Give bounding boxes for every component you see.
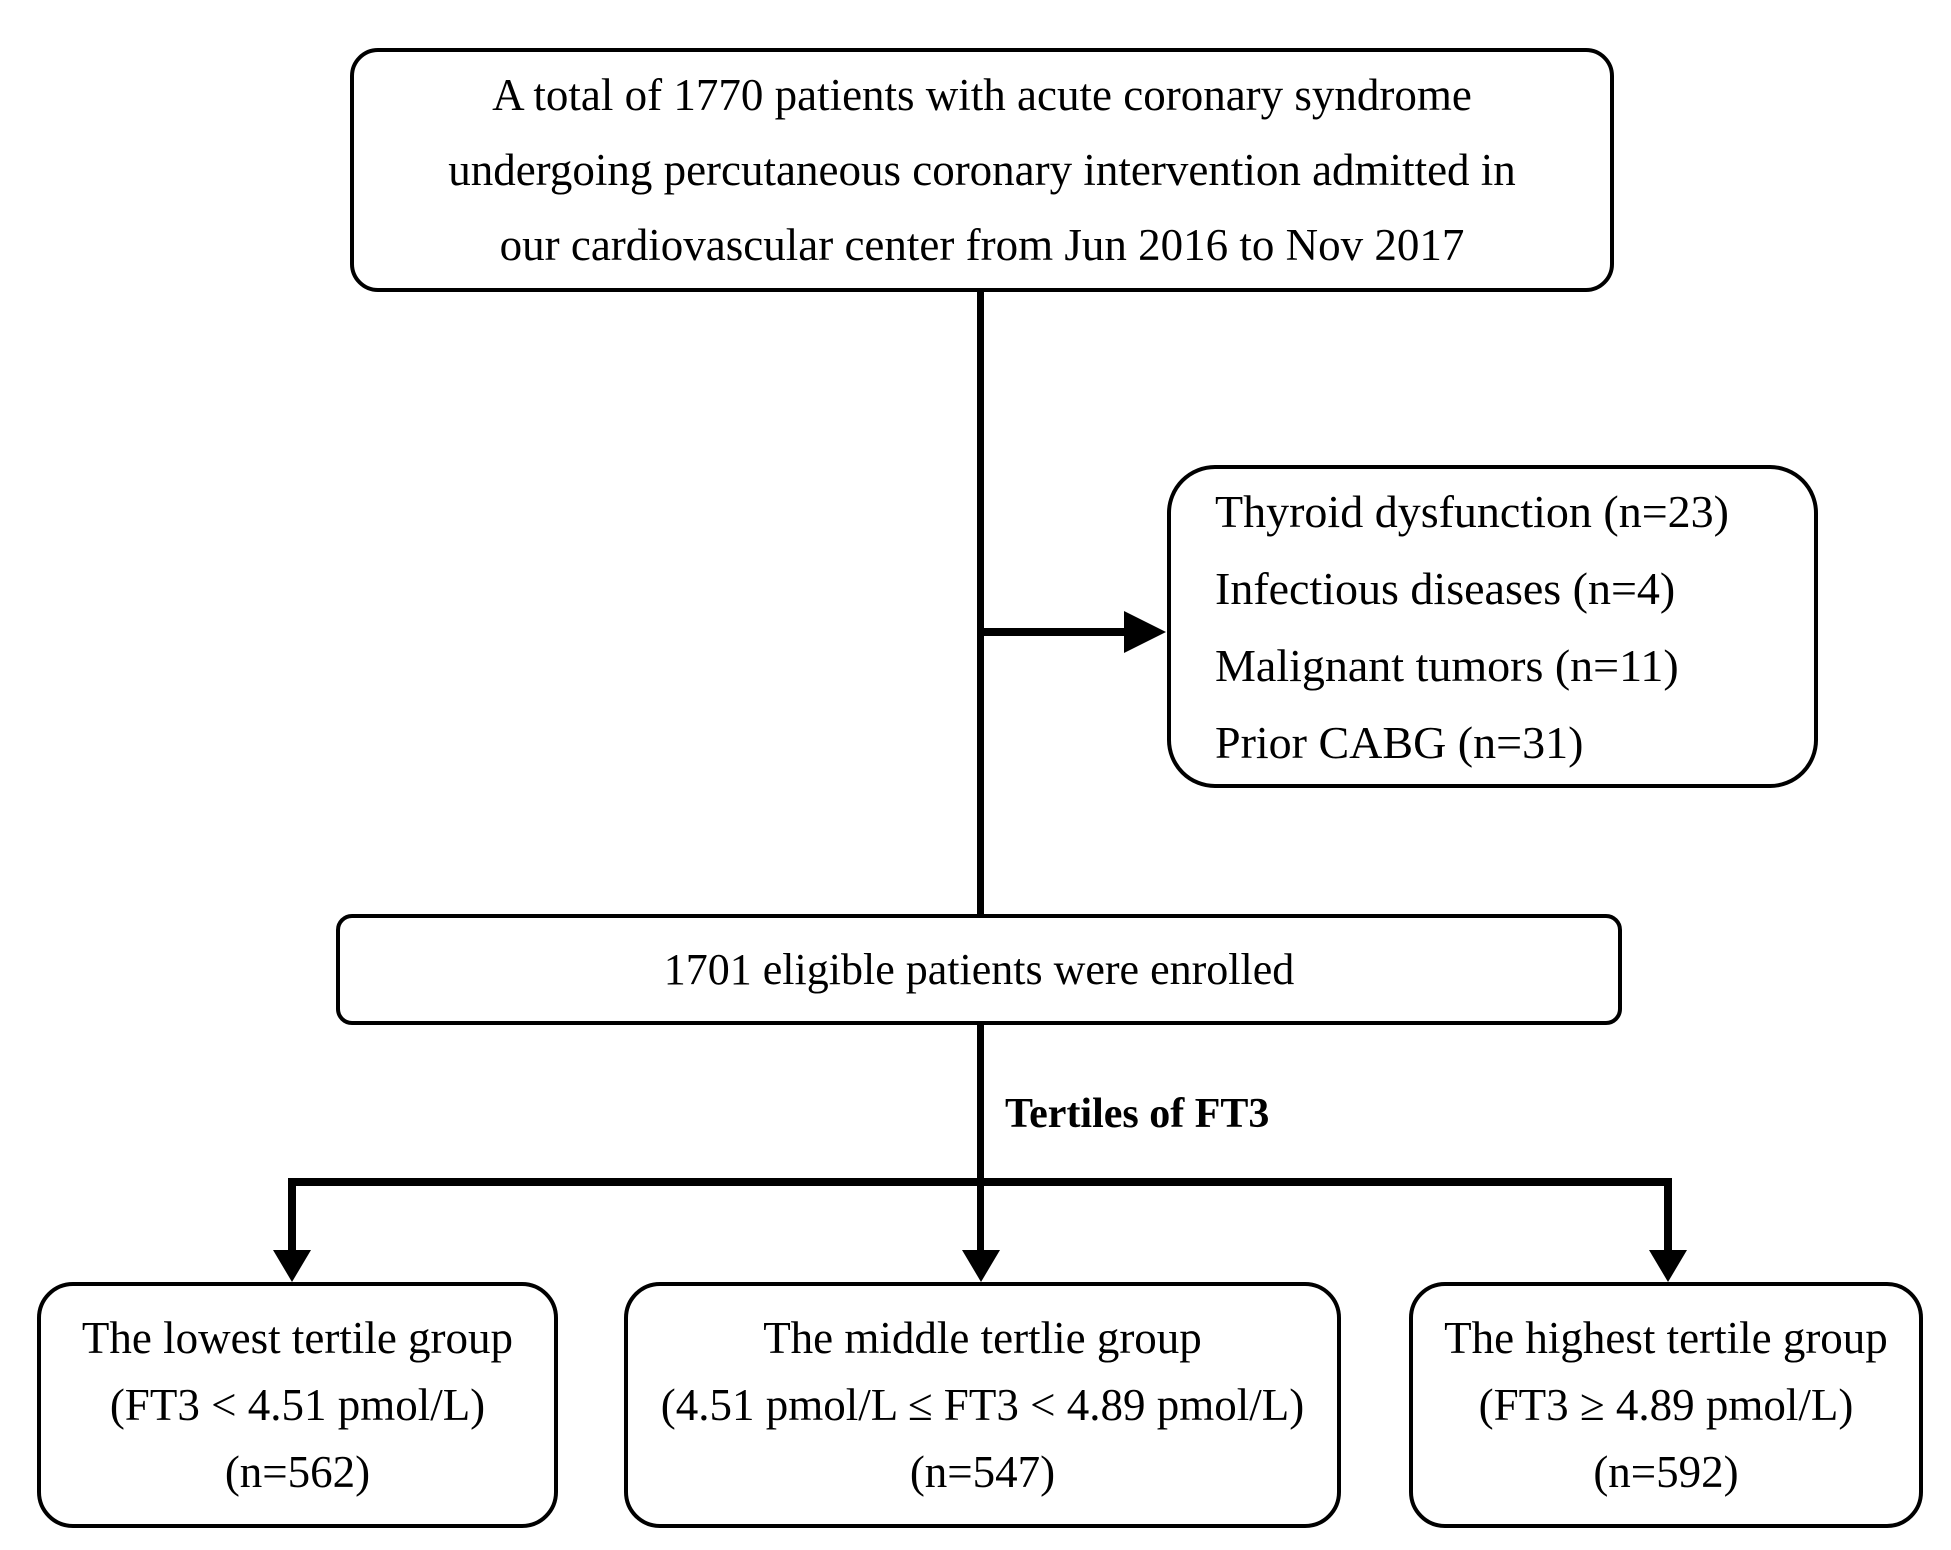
branch-label: Tertiles of FT3 — [1005, 1091, 1270, 1137]
box-line: undergoing percutaneous coronary interve… — [448, 144, 1516, 195]
box-tertile-middle: The middle tertlie group (4.51 pmol/L ≤ … — [624, 1282, 1341, 1528]
box-line: The middle tertlie group — [763, 1312, 1202, 1363]
box-tertile-highest: The highest tertile group (FT3 ≥ 4.89 pm… — [1409, 1282, 1923, 1528]
box-line: Thyroid dysfunction (n=23) — [1215, 486, 1729, 537]
branch-drop-left — [288, 1178, 296, 1252]
box-line: Prior CABG (n=31) — [1215, 717, 1584, 768]
box-line: our cardiovascular center from Jun 2016 … — [499, 219, 1465, 270]
box-line: (n=592) — [1593, 1446, 1739, 1497]
connector-mid-vertical — [977, 1025, 984, 1252]
box-total-patients: A total of 1770 patients with acute coro… — [350, 48, 1614, 292]
arrowhead-right-icon — [1124, 611, 1166, 653]
branch-bar — [288, 1178, 1672, 1186]
box-line: (n=562) — [224, 1446, 371, 1497]
connector-top-vertical — [977, 292, 984, 916]
arrowhead-down-icon — [273, 1250, 311, 1282]
box-line: (n=547) — [909, 1446, 1056, 1497]
box-exclusions: Thyroid dysfunction (n=23) Infectious di… — [1167, 465, 1818, 788]
box-line: A total of 1770 patients with acute coro… — [492, 69, 1472, 120]
box-tertile-lowest: The lowest tertile group (FT3 < 4.51 pmo… — [37, 1282, 558, 1528]
box-line: The highest tertile group — [1444, 1312, 1888, 1363]
branch-drop-right — [1664, 1178, 1672, 1252]
box-line: (4.51 pmol/L ≤ FT3 < 4.89 pmol/L) — [660, 1379, 1305, 1430]
exclusion-arrow-shaft — [980, 628, 1126, 636]
arrowhead-down-icon — [962, 1250, 1000, 1282]
box-line: Malignant tumors (n=11) — [1215, 640, 1679, 691]
box-enrolled: 1701 eligible patients were enrolled — [336, 914, 1622, 1025]
box-line: 1701 eligible patients were enrolled — [663, 945, 1295, 994]
box-line: The lowest tertile group — [81, 1312, 514, 1363]
box-line: (FT3 < 4.51 pmol/L) — [109, 1379, 486, 1430]
arrowhead-down-icon — [1649, 1250, 1687, 1282]
box-line: Infectious diseases (n=4) — [1215, 563, 1676, 614]
box-line: (FT3 ≥ 4.89 pmol/L) — [1478, 1379, 1854, 1430]
